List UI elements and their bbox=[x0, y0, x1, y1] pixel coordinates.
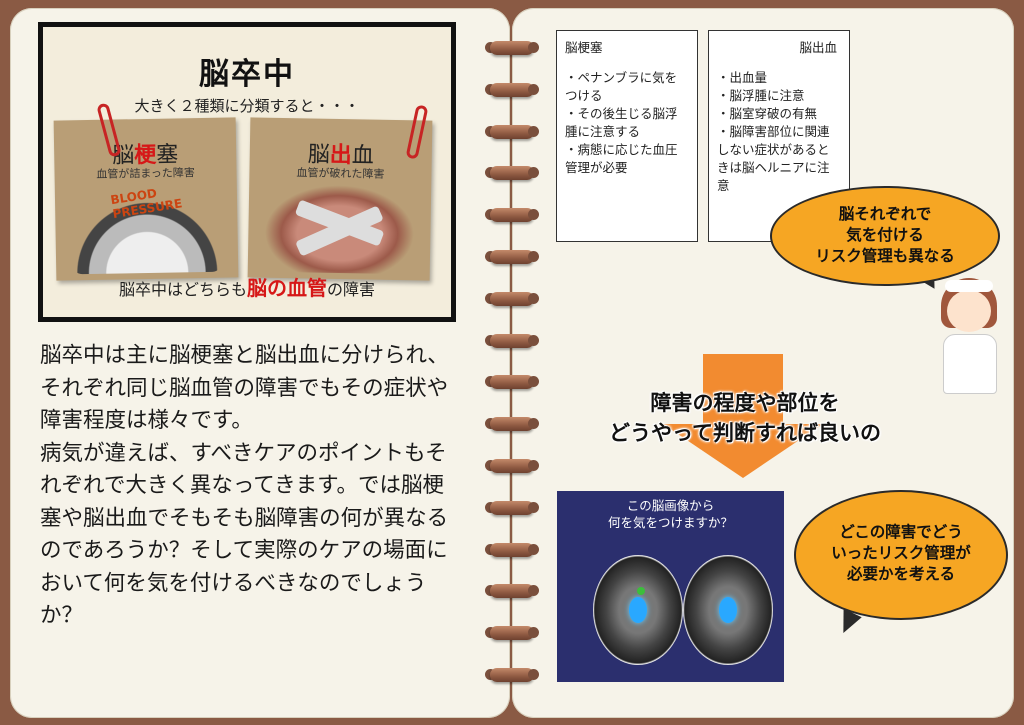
note-item: ・脳室穿破の有無 bbox=[717, 106, 818, 121]
note-item: ・脳浮腫に注意 bbox=[717, 88, 805, 103]
note-item: ・ペナンブラに気をつける bbox=[565, 70, 678, 103]
hemorrhage-note: 脳出血 ・出血量 ・脳浮腫に注意 ・脳室穿破の有無 ・脳障害部位に関連しない症状… bbox=[708, 30, 850, 242]
note-title: 脳出血 bbox=[799, 40, 837, 55]
binder-ring bbox=[482, 663, 542, 689]
brain-scan-panel: この脳画像から 何を気をつけますか？ bbox=[557, 491, 784, 682]
binder-ring bbox=[482, 203, 542, 229]
binder-ring bbox=[482, 36, 542, 62]
hemorrhage-desc: 血管が破れた障害 bbox=[296, 166, 385, 181]
note-item: ・病態に応じた血圧管理が必要 bbox=[565, 142, 678, 175]
note-item: ・その後生じる脳浮腫に注意する bbox=[565, 106, 678, 139]
arrow-question: 障害の程度や部位を どうやって判断すれば良いの bbox=[609, 391, 881, 445]
blood-pressure-gauge-image: BLOOD PRESSURE bbox=[70, 183, 223, 275]
binder-ring bbox=[482, 120, 542, 146]
speech-bubble-risk: 脳それぞれで 気を付ける リスク管理も異なる bbox=[770, 186, 1000, 286]
ct-scan-image bbox=[683, 555, 773, 665]
binder-ring bbox=[482, 496, 542, 522]
paragraph: 病気が違えば、すべきケアのポイントもそれぞれで大きく異なってきます。では脳梗塞や… bbox=[40, 440, 449, 629]
note-item: ・出血量 bbox=[717, 70, 768, 85]
infarction-card: 脳梗塞 血管が詰まった障害 BLOOD PRESSURE bbox=[53, 117, 239, 281]
bandaged-brain-image bbox=[263, 183, 416, 275]
binder-ring bbox=[482, 329, 542, 355]
note-title: 脳梗塞 bbox=[565, 40, 603, 55]
binder-ring bbox=[482, 161, 542, 187]
binder-ring bbox=[482, 245, 542, 271]
ct-scan-image bbox=[593, 555, 683, 665]
binder-ring bbox=[482, 412, 542, 438]
binder-ring bbox=[482, 78, 542, 104]
scan-caption: この脳画像から 何を気をつけますか？ bbox=[607, 498, 733, 530]
binder-ring bbox=[482, 287, 542, 313]
binder-ring bbox=[482, 454, 542, 480]
slide-title: 脳卒中 bbox=[199, 57, 295, 92]
speech-bubble-assess: どこの障害でどう いったリスク管理が 必要かを考える bbox=[794, 490, 1008, 620]
body-paragraphs: 脳卒中は主に脳梗塞と脳出血に分けられ、それぞれ同じ脳血管の障害でもその症状や障害… bbox=[40, 340, 460, 633]
binder-ring bbox=[482, 579, 542, 605]
hemorrhage-card: 脳出血 血管が破れた障害 bbox=[247, 117, 433, 281]
ring-binding bbox=[482, 36, 542, 705]
nurse-illustration bbox=[935, 278, 1003, 396]
binder-ring bbox=[482, 370, 542, 396]
stroke-slide: 脳卒中 大きく２種類に分類すると・・・ 脳梗塞 血管が詰まった障害 BLOOD … bbox=[38, 22, 456, 322]
binder-ring bbox=[482, 538, 542, 564]
slide-footer: 脳卒中はどちらも脳の血管の障害 bbox=[118, 276, 376, 300]
binder-ring bbox=[482, 621, 542, 647]
slide-subtitle: 大きく２種類に分類すると・・・ bbox=[134, 97, 360, 115]
note-item: ・脳障害部位に関連しない症状があるときは脳ヘルニアに注意 bbox=[717, 124, 830, 193]
infarction-note: 脳梗塞 ・ペナンブラに気をつける ・その後生じる脳浮腫に注意する ・病態に応じた… bbox=[556, 30, 698, 242]
paragraph: 脳卒中は主に脳梗塞と脳出血に分けられ、それぞれ同じ脳血管の障害でもその症状や障害… bbox=[40, 343, 449, 433]
down-arrow-icon bbox=[663, 354, 823, 478]
